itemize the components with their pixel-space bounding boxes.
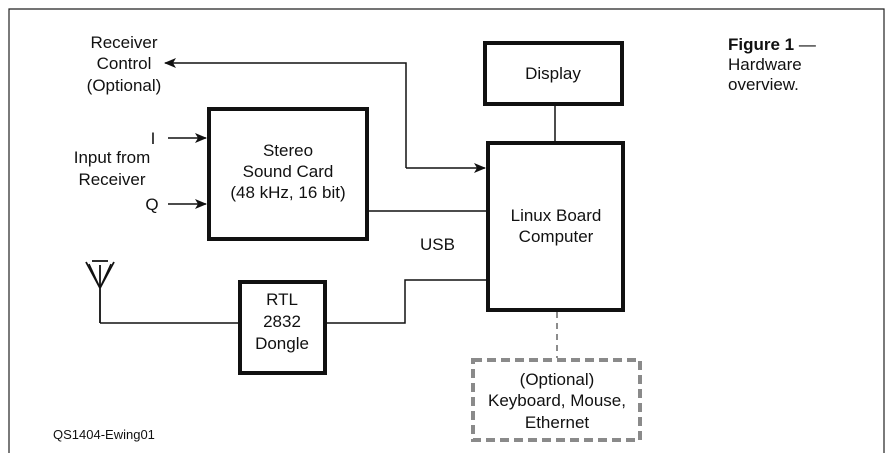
sound-card-label-2: Sound Card (243, 162, 334, 181)
antenna-icon (85, 260, 115, 323)
receiver-control-label-3: (Optional) (87, 76, 162, 95)
display-label: Display (525, 64, 581, 83)
input-label-2: Receiver (78, 170, 145, 189)
sound-card-label-1: Stereo (263, 141, 313, 160)
linux-board-label-2: Computer (519, 227, 594, 246)
caption-dash: — (794, 35, 816, 54)
rtl-label-3: Dongle (255, 334, 309, 353)
rtl-dongle-block (238, 280, 327, 375)
caption-line-3: overview. (728, 75, 799, 94)
peripherals-label-3: Ethernet (525, 413, 590, 432)
linux-board-label-1: Linux Board (511, 206, 602, 225)
sound-card-block (207, 107, 369, 241)
peripherals-label-2: Keyboard, Mouse, (488, 391, 626, 410)
rtl-label-1: RTL (266, 290, 298, 309)
sound-card-label-3: (48 kHz, 16 bit) (230, 183, 345, 202)
figure-id: QS1404-Ewing01 (53, 427, 155, 442)
peripherals-label-1: (Optional) (520, 370, 595, 389)
usb-link (327, 279, 487, 324)
peripherals-block (471, 358, 642, 442)
input-label-1: Input from (74, 148, 151, 167)
caption-line-2: Hardware (728, 55, 802, 74)
display-block (483, 41, 624, 106)
receiver-control-arrow (164, 58, 407, 168)
linux-board-block (486, 141, 625, 312)
antenna-icon-fork (88, 263, 112, 289)
q-input-label: Q (145, 195, 158, 214)
usb-label: USB (420, 235, 455, 254)
i-input-label: I (151, 129, 156, 148)
figure-frame (8, 8, 885, 453)
receiver-control-label-2: Control (97, 54, 152, 73)
receiver-control-label-1: Receiver (90, 33, 157, 52)
rtl-label-2: 2832 (263, 312, 301, 331)
figure-caption: Figure 1 — (728, 35, 816, 54)
figure-label: Figure 1 (728, 35, 794, 54)
